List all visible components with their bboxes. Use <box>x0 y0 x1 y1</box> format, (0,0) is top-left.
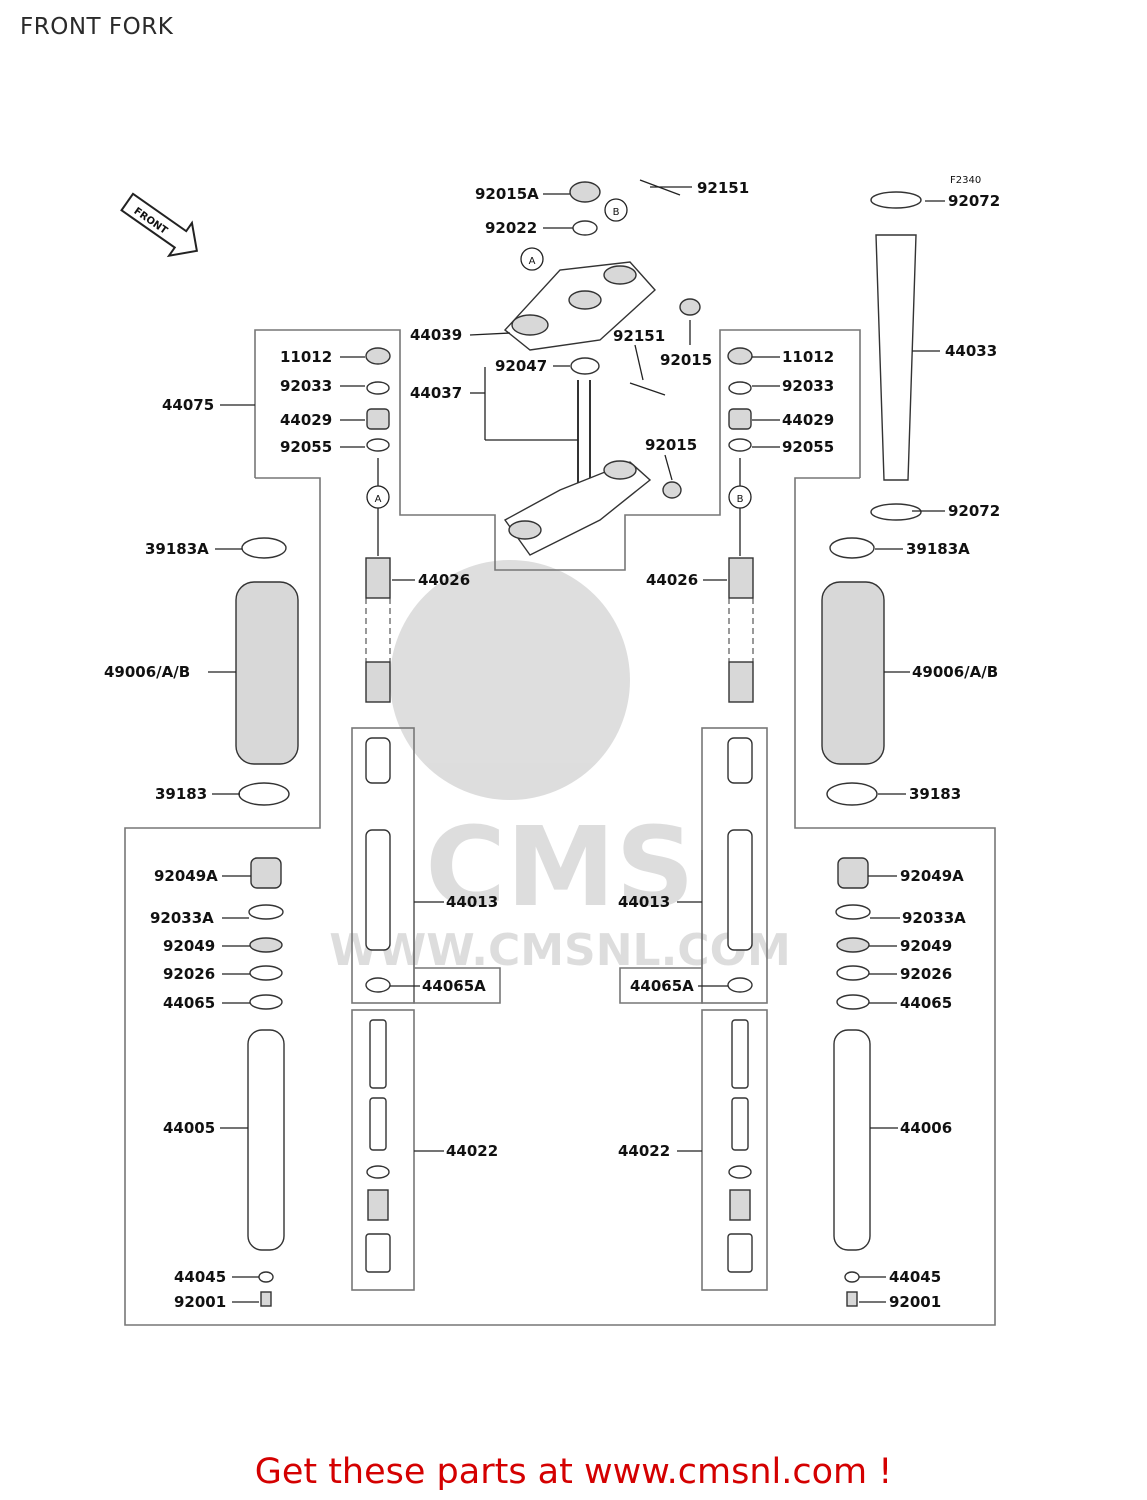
left-inner-tube <box>365 737 391 993</box>
label-92015: 92015 <box>660 351 712 369</box>
label-44029: 44029 <box>782 411 834 429</box>
svg-text:B: B <box>613 207 620 218</box>
label-92072: 92072 <box>948 502 1000 520</box>
top-hardware <box>569 179 701 499</box>
label-92151: 92151 <box>613 327 665 345</box>
label-44026: 44026 <box>418 571 470 589</box>
right-seals <box>835 857 871 1010</box>
label-92033: 92033 <box>782 377 834 395</box>
label-44039: 44039 <box>410 326 462 344</box>
label-44037: 44037 <box>410 384 462 402</box>
label-92049A: 92049A <box>900 867 964 885</box>
label-44045: 44045 <box>889 1268 941 1286</box>
label-92033: 92033 <box>280 377 332 395</box>
label-44065: 44065 <box>900 994 952 1012</box>
left-damper <box>365 1019 391 1273</box>
right-cap-stack <box>727 347 753 556</box>
svg-text:A: A <box>529 256 536 267</box>
svg-text:B: B <box>737 494 744 505</box>
label-92055: 92055 <box>280 438 332 456</box>
left-spring <box>365 557 391 703</box>
right-damper <box>727 1019 753 1273</box>
watermark: CMS WWW.CMSNL.COM <box>329 560 791 976</box>
label-39183A: 39183A <box>145 540 209 558</box>
label-92055: 92055 <box>782 438 834 456</box>
left-seals <box>248 857 284 1010</box>
label-44065A: 44065A <box>630 977 694 995</box>
label-92049: 92049 <box>900 937 952 955</box>
right-outer-tube <box>833 1029 871 1307</box>
marker-b-right: B <box>728 485 752 509</box>
left-cap-stack <box>365 347 391 556</box>
label-44065: 44065 <box>163 994 215 1012</box>
label-92151: 92151 <box>697 179 749 197</box>
label-92033A: 92033A <box>902 909 966 927</box>
label-39183: 39183 <box>909 785 961 803</box>
watermark-url: WWW.CMSNL.COM <box>329 925 791 976</box>
marker-b-top: B <box>604 198 628 222</box>
label-11012: 11012 <box>280 348 332 366</box>
lower-triple-clamp <box>503 380 652 556</box>
label-44022: 44022 <box>446 1142 498 1160</box>
svg-text:A: A <box>375 494 382 505</box>
label-44045: 44045 <box>174 1268 226 1286</box>
label-39183A: 39183A <box>906 540 970 558</box>
label-44075: 44075 <box>162 396 214 414</box>
right-inner-tube <box>727 737 753 993</box>
group-boxes <box>124 329 996 1326</box>
label-92033A: 92033A <box>150 909 214 927</box>
label-11012: 11012 <box>782 348 834 366</box>
label-92026: 92026 <box>163 965 215 983</box>
marker-a-left: A <box>366 485 390 509</box>
label-49006: 49006/A/B <box>104 663 190 681</box>
label-44013: 44013 <box>446 893 498 911</box>
label-92047: 92047 <box>495 357 547 375</box>
label-92049A: 92049A <box>154 867 218 885</box>
footer-link[interactable]: Get these parts at www.cmsnl.com ! <box>254 1452 893 1492</box>
diagram-code: F2340 <box>950 175 981 186</box>
label-92001: 92001 <box>889 1293 941 1311</box>
label-44022: 44022 <box>618 1142 670 1160</box>
label-44029: 44029 <box>280 411 332 429</box>
label-92049: 92049 <box>163 937 215 955</box>
front-arrow-icon: FRONT <box>120 192 199 258</box>
label-44006: 44006 <box>900 1119 952 1137</box>
label-92022: 92022 <box>485 219 537 237</box>
marker-a-top: A <box>520 247 544 271</box>
right-boot <box>821 537 885 806</box>
part-labels: 92015A 92151 92022 92072 44039 92151 920… <box>104 179 1000 1311</box>
label-44013: 44013 <box>618 893 670 911</box>
label-92026: 92026 <box>900 965 952 983</box>
right-spring <box>728 557 754 703</box>
label-44026: 44026 <box>646 571 698 589</box>
left-boot <box>235 537 299 806</box>
left-outer-tube <box>247 1029 285 1307</box>
leader-lines <box>208 186 945 1303</box>
label-92072: 92072 <box>948 192 1000 210</box>
label-92015A: 92015A <box>475 185 539 203</box>
label-39183: 39183 <box>155 785 207 803</box>
label-44033: 44033 <box>945 342 997 360</box>
label-49006: 49006/A/B <box>912 663 998 681</box>
label-92001: 92001 <box>174 1293 226 1311</box>
label-44065A: 44065A <box>422 977 486 995</box>
label-92015: 92015 <box>645 436 697 454</box>
watermark-logo: CMS <box>425 803 694 931</box>
label-44005: 44005 <box>163 1119 215 1137</box>
upper-triple-clamp <box>503 261 656 351</box>
page-title: FRONT FORK <box>20 14 174 40</box>
fork-cover <box>870 191 922 521</box>
